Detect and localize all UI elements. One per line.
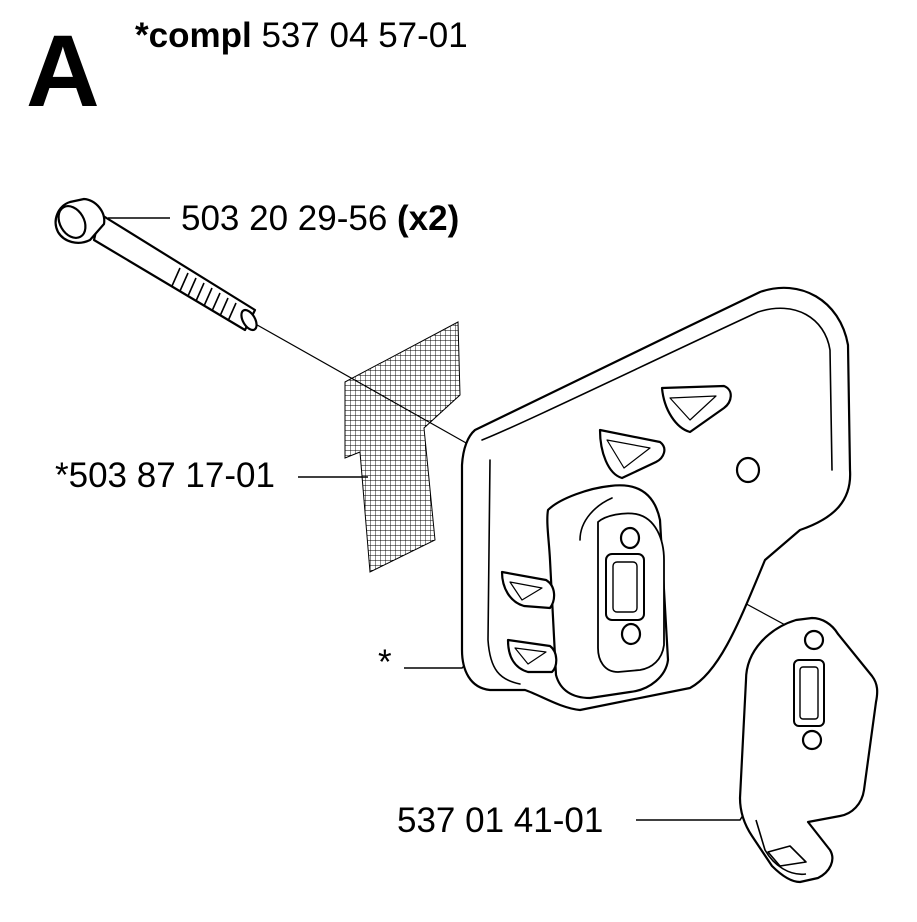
screen-part-label: *503 87 17-01 [55,456,275,495]
mounting-plate-tab [767,845,807,867]
compl-prefix: *compl [135,16,252,55]
muffler-cooling-slot-2-inner [606,439,651,469]
mounting-plate-hole-top [803,629,825,651]
muffler-side-hole [735,456,761,484]
muffler-drawing [460,286,852,712]
spark-arrestor-screen [344,321,461,573]
complete-assembly-label: *compl 537 04 57-01 [135,18,468,53]
muffler-top-edge [481,307,833,471]
mounting-plate-hole-bottom [801,729,823,751]
bolt-part-label: 503 20 29-56 (x2) [181,201,459,236]
section-letter: A [26,14,100,128]
plate-part-label: 537 01 41-01 [397,801,604,840]
muffler-cooling-slot-1-inner [669,395,717,421]
muffler-front-edge [487,459,521,685]
muffler-mount-hole-bottom [620,622,642,646]
muffler-cooling-slot-4-inner [514,647,547,665]
mounting-plate-lip [755,819,807,875]
muffler-boss-edge [579,497,613,541]
bolt-drawing [54,197,258,332]
muffler-exhaust-port-inner [612,561,638,613]
mounting-plate-drawing [738,616,879,884]
mounting-plate-outline [738,616,879,884]
mounting-plate-port-inner [799,666,819,720]
compl-number: 537 04 57-01 [261,16,468,55]
bolt-part-number: 503 20 29-56 [181,199,388,238]
bolt-quantity: (x2) [397,199,460,238]
muffler-leader-line [404,659,471,669]
muffler-cooling-slot-3-inner [509,581,543,601]
muffler-mount-hole-top [619,526,641,550]
bolt-thread [171,267,237,322]
plate-leader-line [636,811,746,821]
muffler-part-label: * [378,643,392,682]
muffler-cooling-slot-4 [506,638,558,674]
bolt-tip [240,308,258,332]
bolt-shank [92,212,257,332]
muffler-cooling-slot-3 [500,570,556,610]
bolt-head-face [57,205,87,239]
